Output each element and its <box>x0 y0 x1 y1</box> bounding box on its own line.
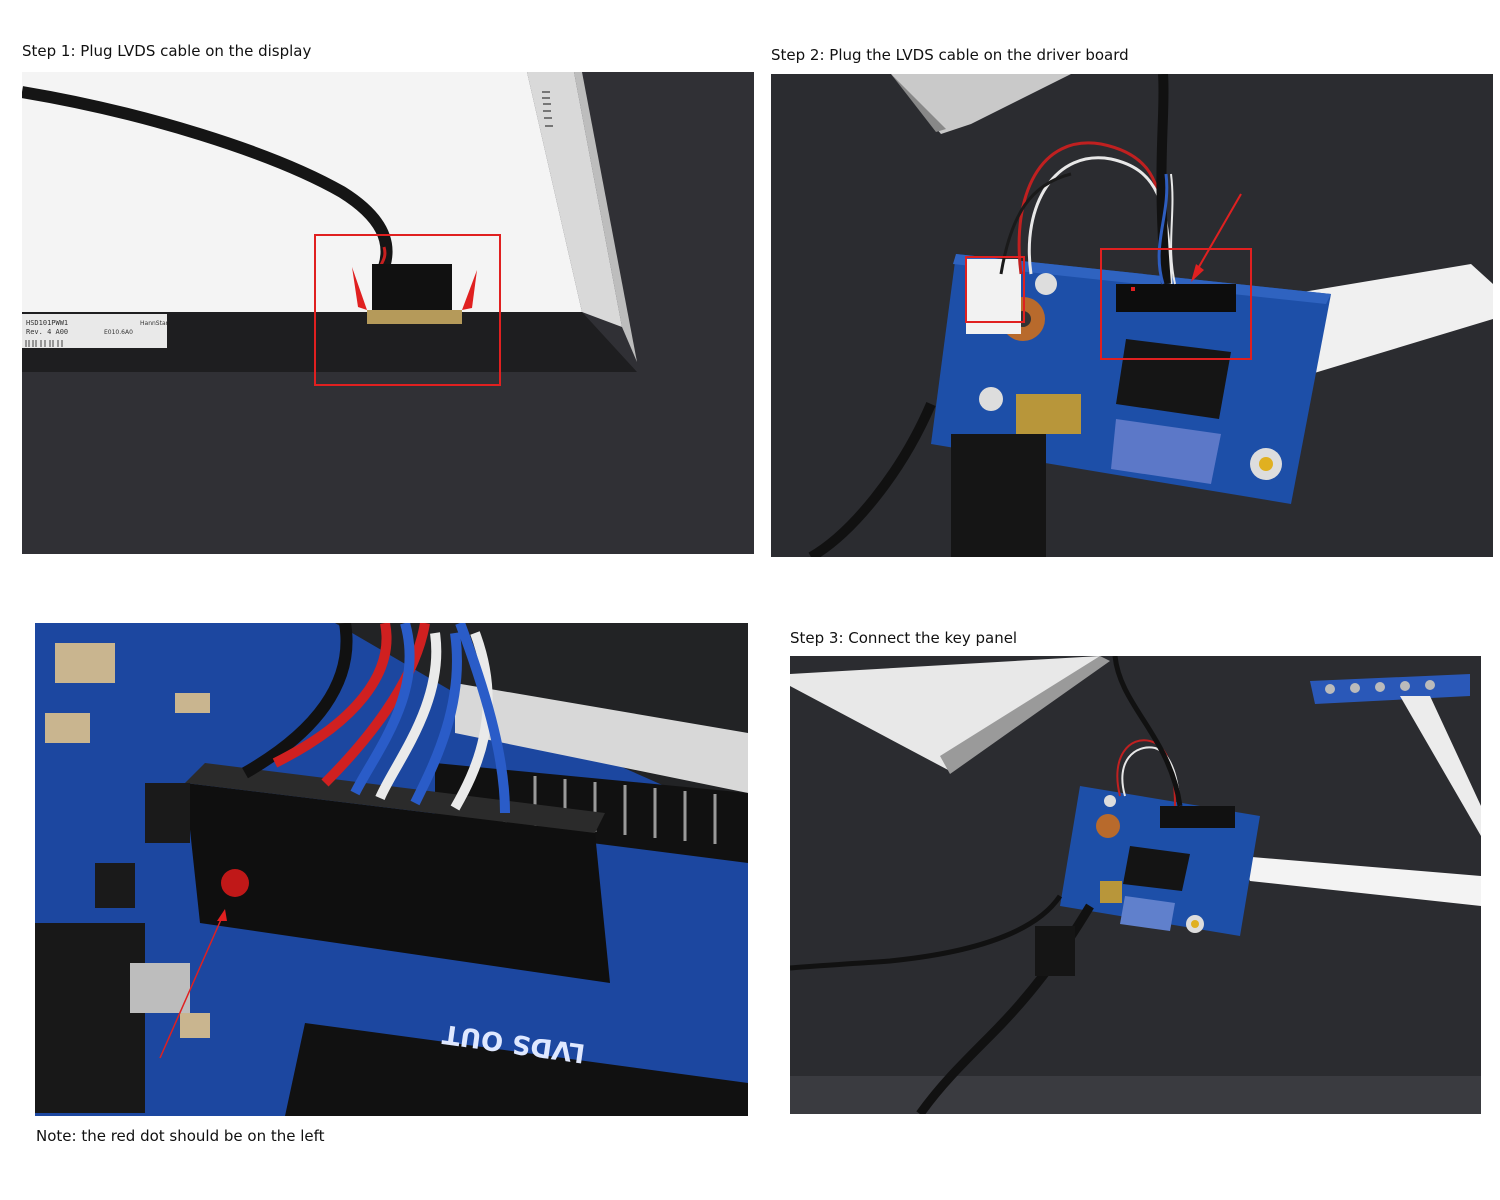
panel-rev-text: Rev. 4 A00 <box>26 328 68 336</box>
brand-text: HannStar <box>140 320 169 327</box>
note-caption: Note: the red dot should be on the left <box>36 1127 325 1145</box>
panel-code-text: E010.6A0 <box>104 329 133 336</box>
step2-caption: Step 2: Plug the LVDS cable on the drive… <box>771 46 1129 64</box>
step1-caption: Step 1: Plug LVDS cable on the display <box>22 42 312 60</box>
step1-photo: HSD101PWW1 Rev. 4 A00 HannStar E010.6A0 <box>22 72 754 554</box>
step3-photo <box>790 656 1481 1114</box>
panel-model-text: HSD101PWW1 <box>26 319 68 327</box>
note-photo: LVDS OUT <box>35 623 748 1116</box>
step2-photo <box>771 74 1493 557</box>
step3-caption: Step 3: Connect the key panel <box>790 629 1018 647</box>
